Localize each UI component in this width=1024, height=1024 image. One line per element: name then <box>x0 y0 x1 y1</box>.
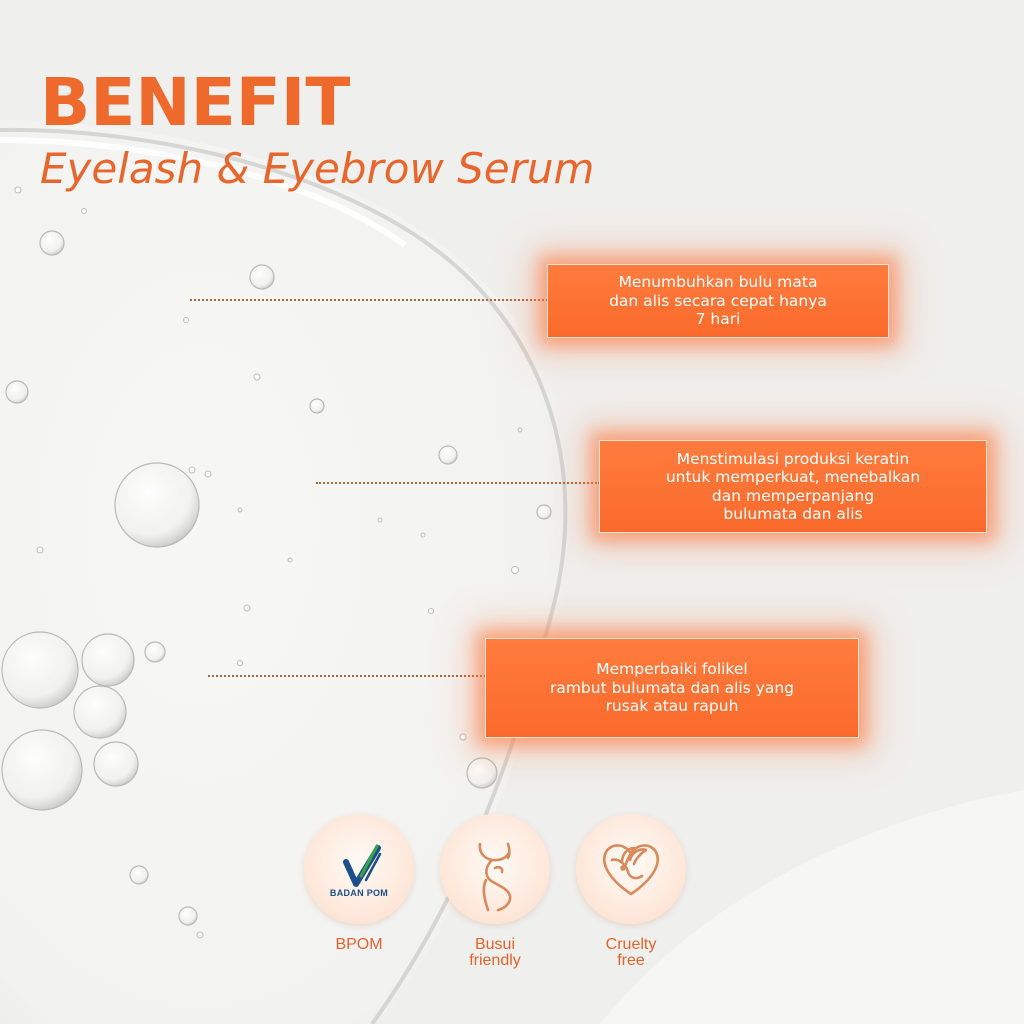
benefit-3-box: Memperbaiki folikel rambut bulumata dan … <box>485 638 859 738</box>
benefit-1-line-3: 7 hari <box>695 310 741 329</box>
pregnant-woman-icon <box>478 842 512 912</box>
benefit-3-line-2: rambut bulumata dan alis yang <box>549 678 795 697</box>
cruelty-free-badge <box>576 814 686 924</box>
rabbit-heart-icon <box>603 844 659 896</box>
benefit-1-box: Menumbuhkan bulu mata dan alis secara ce… <box>547 264 889 338</box>
benefit-1-line-1: Menumbuhkan bulu mata <box>618 273 818 292</box>
bpom-label: BPOM <box>335 936 383 953</box>
benefit-1-line-2: dan alis secara cepat hanya <box>609 291 827 310</box>
benefit-2-line-1: Menstimulasi produksi keratin <box>676 449 910 468</box>
bpom-logo-icon <box>343 844 382 887</box>
bpom-badge: BADAN POM <box>304 814 414 924</box>
busui-friendly-label: Busui friendly <box>440 937 550 969</box>
benefit-3-line-3: rusak atau rapuh <box>605 697 739 716</box>
busui-friendly-label-line-2: friendly <box>469 952 521 969</box>
page-subtitle: Eyelash & Eyebrow Serum <box>40 144 595 193</box>
busui-friendly-badge <box>440 814 550 924</box>
benefit-3-leader-line <box>208 675 486 677</box>
benefit-2-box: Menstimulasi produksi keratin untuk memp… <box>599 440 987 533</box>
cruelty-free-label: Cruelty free <box>576 937 686 969</box>
cruelty-free-label-line-2: free <box>617 952 645 969</box>
bpom-logo-text: BADAN POM <box>329 888 389 898</box>
cruelty-free-label-line-1: Cruelty <box>605 936 657 953</box>
page-title: BENEFIT <box>40 64 351 141</box>
benefit-2-line-4: bulumata dan alis <box>723 505 863 523</box>
busui-friendly-label-line-1: Busui <box>474 936 516 953</box>
benefit-2-line-3: dan memperpanjang <box>711 486 875 505</box>
benefit-3-line-1: Memperbaiki folikel <box>596 660 748 679</box>
benefit-2-leader-line <box>316 482 600 484</box>
benefit-2-line-2: untuk memperkuat, menebalkan <box>665 468 921 486</box>
benefit-1-leader-line <box>190 299 548 301</box>
